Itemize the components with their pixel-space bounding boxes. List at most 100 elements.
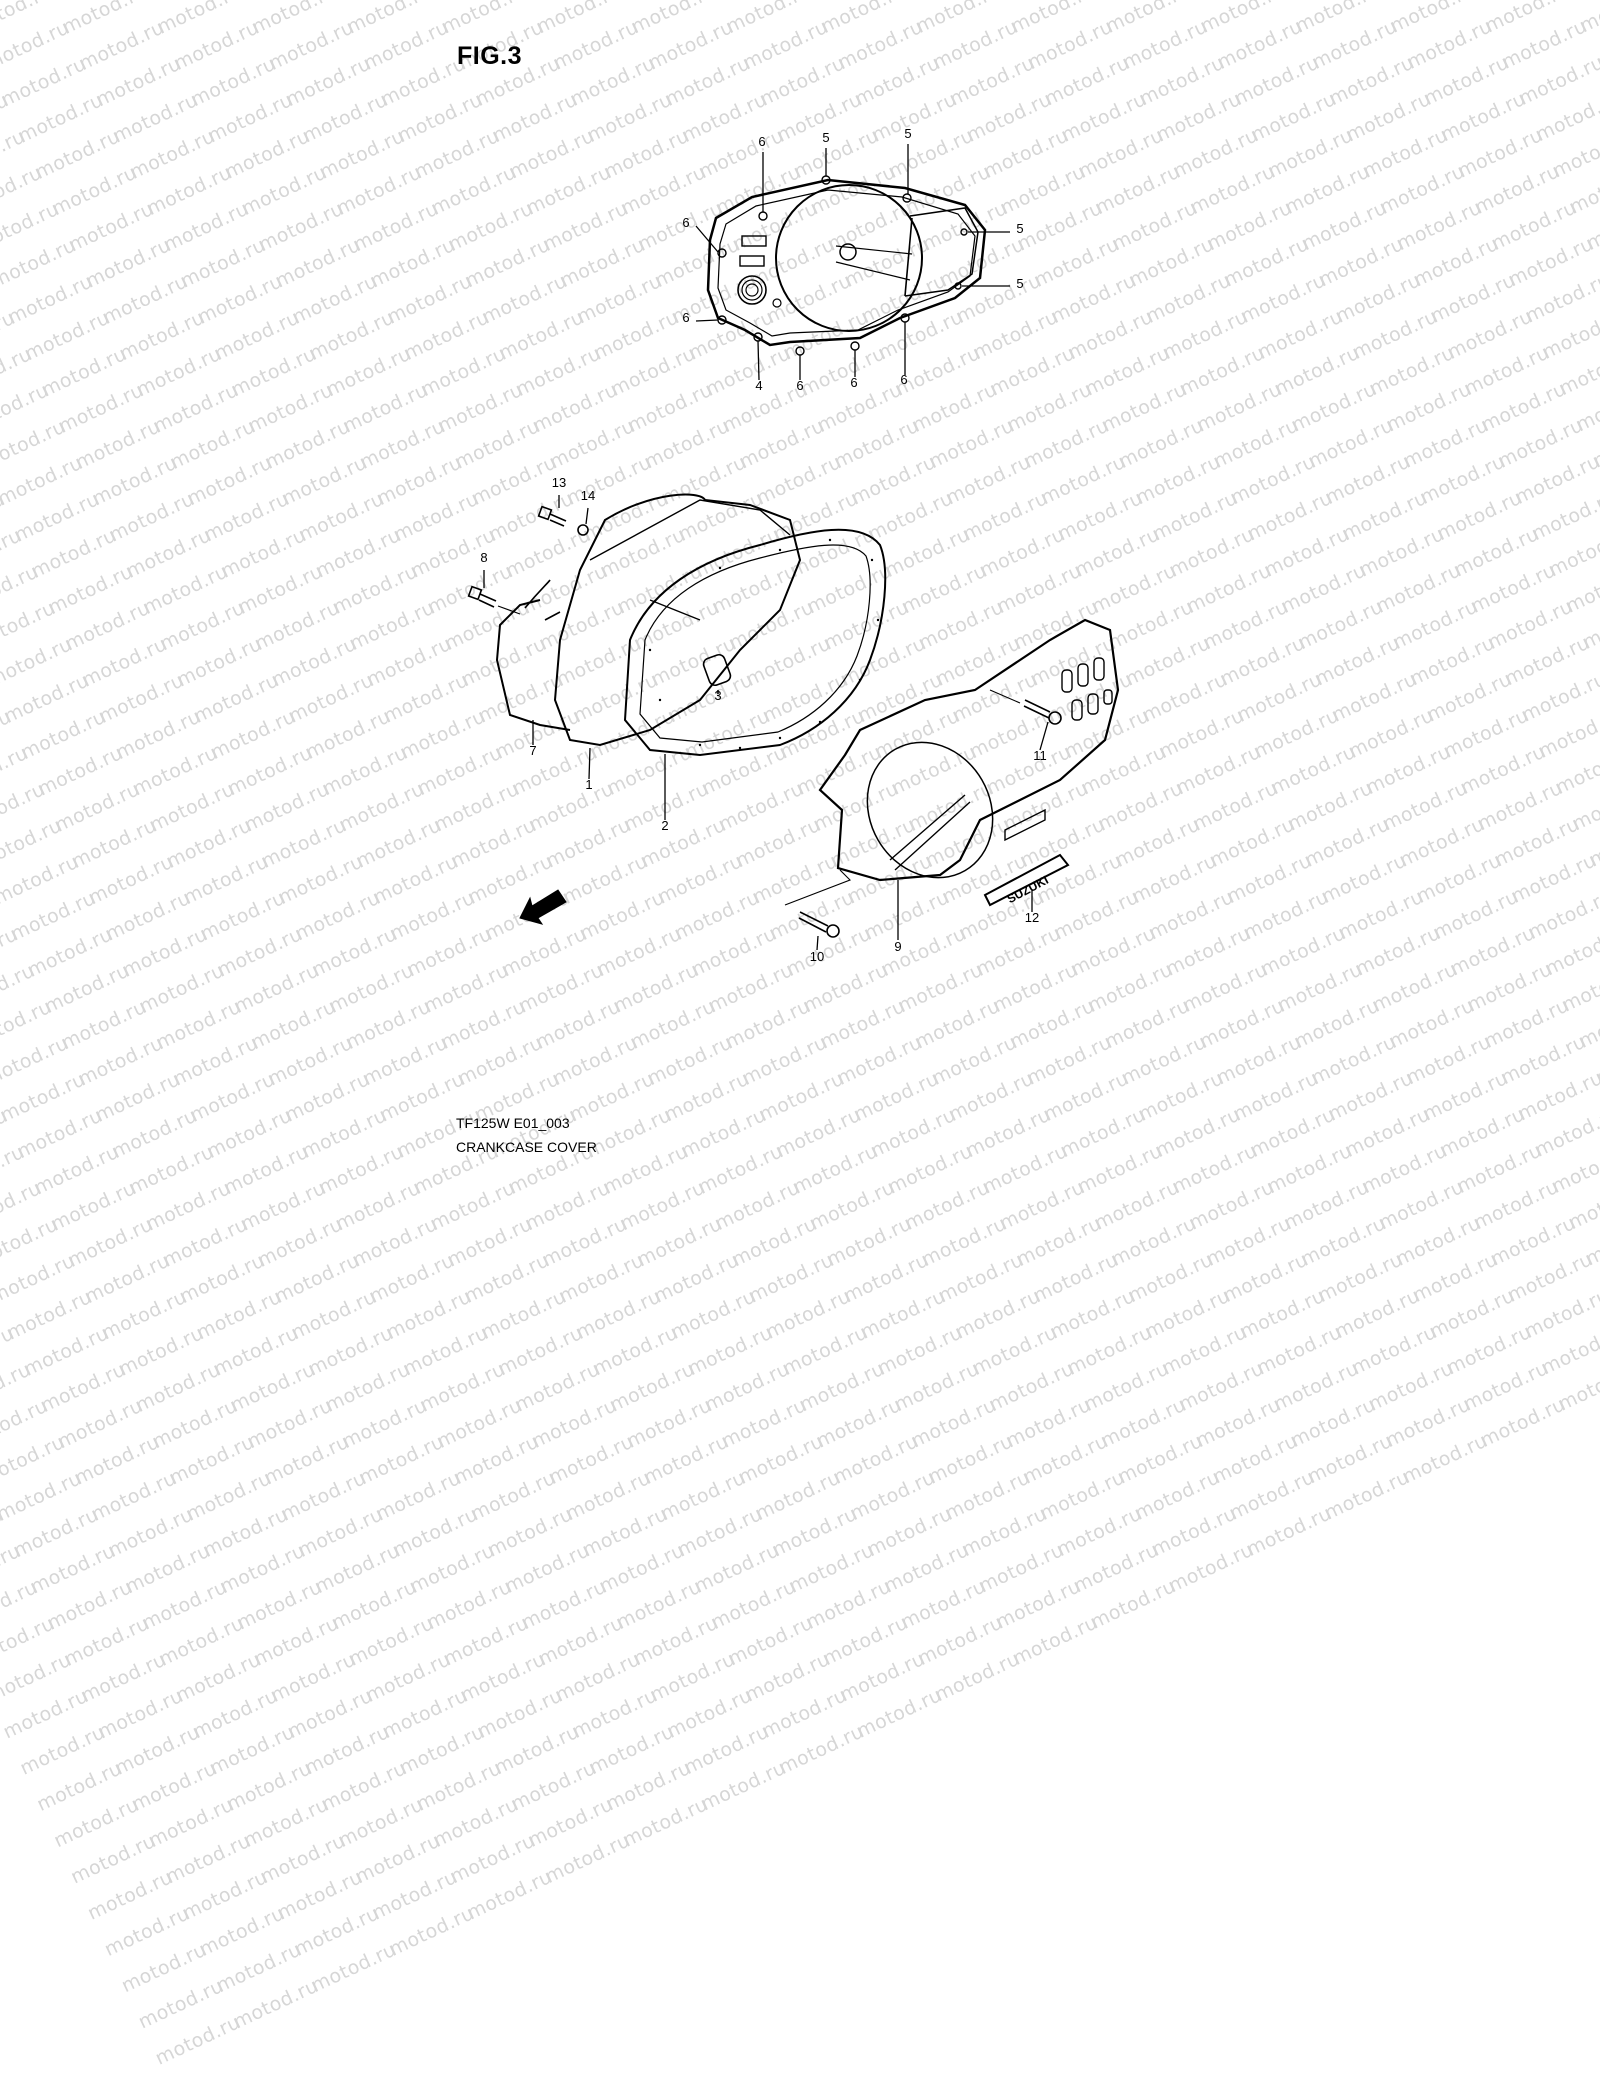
watermark-text: motod.ru bbox=[417, 1360, 512, 1433]
callout-number: 5 bbox=[904, 126, 911, 141]
watermark-text: motod.ru bbox=[708, 1578, 803, 1651]
callout-number: 5 bbox=[1016, 276, 1023, 291]
watermark-text: motod.ru bbox=[586, 1723, 681, 1796]
watermark-text: motod.ru bbox=[664, 1686, 759, 1759]
watermark-text: motod.ru bbox=[1125, 1251, 1220, 1324]
watermark-text: motod.ru bbox=[823, 1215, 918, 1288]
watermark-text: motod.ru bbox=[1030, 1251, 1125, 1324]
callout-number: 6 bbox=[900, 372, 907, 387]
watermark-text: motod.ru bbox=[1298, 1214, 1393, 1287]
watermark-text: motod.ru bbox=[775, 1723, 870, 1796]
watermark-text: motod.ru bbox=[1226, 1468, 1321, 1541]
watermark-text: motod.ru bbox=[176, 1252, 271, 1325]
watermark-text: motod.ru bbox=[284, 1687, 379, 1760]
watermark-text: motod.ru bbox=[606, 1360, 701, 1433]
watermark-text: motod.ru bbox=[352, 1832, 447, 1905]
watermark-text: motod.ru bbox=[613, 1578, 708, 1651]
watermark-text: motod.ru bbox=[1064, 1323, 1159, 1396]
watermark-text: motod.ru bbox=[278, 1469, 373, 1542]
watermark-text: motod.ru bbox=[61, 1614, 156, 1687]
watermark-text: motod.ru bbox=[0, 1433, 71, 1506]
watermark-text: motod.ru bbox=[0, 1615, 61, 1688]
watermark-text: motod.ru bbox=[640, 1433, 735, 1506]
watermark-text: motod.ru bbox=[159, 1215, 254, 1288]
watermark-text: motod.ru bbox=[383, 1288, 478, 1361]
watermark-text: motod.ru bbox=[115, 1324, 210, 1397]
watermark-text: motod.ru bbox=[562, 1469, 657, 1542]
watermark-text: motod.ru bbox=[65, 1216, 160, 1289]
watermark-text: motod.ru bbox=[1070, 1541, 1165, 1614]
watermark-text: motod.ru bbox=[759, 1686, 854, 1759]
watermark-text: motod.ru bbox=[451, 1433, 546, 1506]
watermark-text: motod.ru bbox=[271, 1252, 366, 1325]
watermark-text: motod.ru bbox=[101, 1905, 196, 1978]
watermark-text: motod.ru bbox=[701, 1360, 796, 1433]
watermark-text: motod.ru bbox=[837, 1650, 932, 1723]
watermark-text: motod.ru bbox=[1331, 1287, 1426, 1360]
watermark-text: motod.ru bbox=[366, 1252, 461, 1325]
watermark-text: motod.ru bbox=[942, 1469, 1037, 1542]
watermark-text: motod.ru bbox=[196, 1905, 291, 1978]
watermark-text: motod.ru bbox=[590, 1324, 685, 1397]
watermark-text: motod.ru bbox=[457, 1650, 552, 1723]
watermark-text: motod.ru bbox=[914, 1614, 1009, 1687]
watermark-text: motod.ru bbox=[969, 1323, 1064, 1396]
watermark-text: motod.ru bbox=[623, 1396, 718, 1469]
watermark-text: motod.ru bbox=[1203, 1214, 1298, 1287]
watermark-text: motod.ru bbox=[931, 1650, 1026, 1723]
watermark-text: motod.ru bbox=[139, 1578, 234, 1651]
watermark-text: motod.ru bbox=[406, 1542, 501, 1615]
watermark-text: motod.ru bbox=[796, 1360, 891, 1433]
watermark-text: motod.ru bbox=[1148, 1505, 1243, 1578]
callout-number: 1 bbox=[585, 777, 592, 792]
watermark-text: motod.ru bbox=[356, 1433, 451, 1506]
watermark-text: motod.ru bbox=[213, 1941, 308, 2014]
watermark-text: motod.ru bbox=[986, 1360, 1081, 1433]
watermark-text: motod.ru bbox=[88, 1469, 183, 1542]
fwd-arrow-icon bbox=[520, 890, 566, 924]
watermark-text: motod.ru bbox=[295, 1505, 390, 1578]
watermark-text: motod.ru bbox=[444, 1215, 539, 1288]
watermark-text: motod.ru bbox=[1521, 1287, 1600, 1360]
watermark-text: motod.ru bbox=[752, 1469, 847, 1542]
watermark-text: motod.ru bbox=[152, 2013, 247, 2086]
watermark-text: motod.ru bbox=[0, 1542, 27, 1615]
watermark-text: motod.ru bbox=[1009, 1614, 1104, 1687]
watermark-text: motod.ru bbox=[0, 1578, 44, 1651]
watermark-text: motod.ru bbox=[1477, 1395, 1572, 1468]
watermark-text: motod.ru bbox=[1020, 1432, 1115, 1505]
watermark-text: motod.ru bbox=[1108, 1215, 1203, 1288]
callout-number: 6 bbox=[758, 134, 765, 149]
watermark-text: motod.ru bbox=[440, 1614, 535, 1687]
watermark-text: motod.ru bbox=[308, 1941, 403, 2014]
watermark-text: motod.ru bbox=[430, 1795, 525, 1868]
watermark-text: motod.ru bbox=[413, 1759, 508, 1832]
watermark-text: motod.ru bbox=[322, 1360, 417, 1433]
watermark-text: motod.ru bbox=[0, 1361, 37, 1434]
watermark-text: motod.ru bbox=[1348, 1323, 1443, 1396]
watermark-text: motod.ru bbox=[853, 1686, 948, 1759]
watermark-text: motod.ru bbox=[952, 1287, 1047, 1360]
watermark-text: motod.ru bbox=[478, 1288, 573, 1361]
watermark-text: motod.ru bbox=[651, 1251, 746, 1324]
callout-number: 9 bbox=[894, 939, 901, 954]
watermark-text: motod.ru bbox=[830, 1432, 925, 1505]
watermark-text: motod.ru bbox=[573, 1288, 668, 1361]
watermark-text: motod.ru bbox=[84, 1868, 179, 1941]
watermark-text: motod.ru bbox=[847, 1469, 942, 1542]
watermark-text: motod.ru bbox=[145, 1796, 240, 1869]
callout-number: 6 bbox=[682, 215, 689, 230]
callout-number: 14 bbox=[581, 488, 595, 503]
watermark-text: motod.ru bbox=[244, 1397, 339, 1470]
watermark-text: motod.ru bbox=[525, 1795, 620, 1868]
watermark-text: motod.ru bbox=[240, 1796, 335, 1869]
watermark-text: motod.ru bbox=[291, 1904, 386, 1977]
watermark-text: motod.ru bbox=[318, 1759, 413, 1832]
watermark-text: motod.ru bbox=[779, 1324, 874, 1397]
watermark-text: motod.ru bbox=[976, 1541, 1071, 1614]
watermark-text: motod.ru bbox=[1426, 1287, 1521, 1360]
watermark-text: motod.ru bbox=[596, 1541, 691, 1614]
watermark-text: motod.ru bbox=[657, 1469, 752, 1542]
